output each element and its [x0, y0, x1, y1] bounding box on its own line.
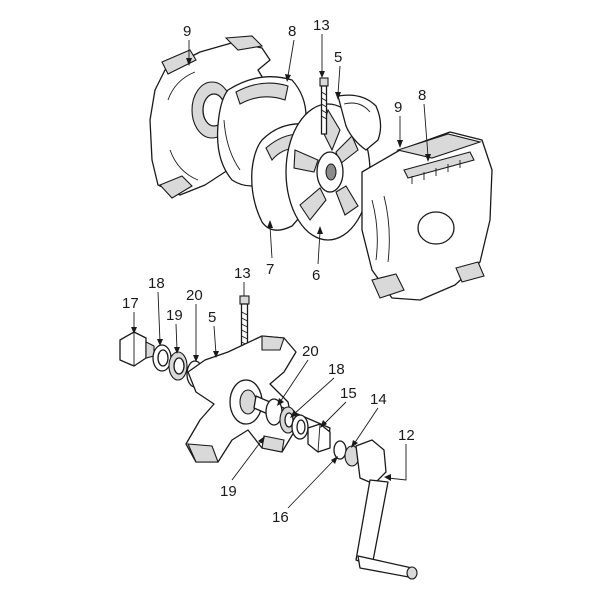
upper-bolt-part [319, 77, 329, 135]
callout-18-lower-left: 18 [148, 275, 165, 292]
callout-15: 15 [340, 385, 357, 402]
callout-9-upper-right: 9 [394, 99, 402, 116]
callout-12: 12 [398, 427, 415, 444]
callout-5-upper: 5 [334, 49, 342, 66]
callout-8-upper-right: 8 [418, 87, 426, 104]
shaft-ring-stack [265, 398, 309, 440]
washer-part [152, 344, 172, 372]
upper-impeller-part [285, 103, 371, 241]
upper-rotor-part [337, 94, 382, 151]
seal-part [168, 351, 188, 381]
nut-part [119, 331, 155, 367]
callout-17: 17 [122, 295, 139, 312]
crank-handle-part [355, 439, 418, 580]
right-housing-part [361, 131, 493, 301]
callout-13-upper: 13 [313, 17, 330, 34]
callout-8-upper-left: 8 [288, 23, 296, 40]
callout-5-lower: 5 [208, 309, 216, 326]
callout-9-upper-left: 9 [183, 23, 191, 40]
callout-6: 6 [312, 267, 320, 284]
callout-labels: 9 8 13 5 9 8 7 6 13 17 18 19 20 5 20 18 … [122, 17, 426, 526]
callout-16: 16 [272, 509, 289, 526]
callout-19-lower: 19 [220, 483, 237, 500]
callout-13-lower: 13 [234, 265, 251, 282]
callout-20-lower-right: 20 [302, 343, 319, 360]
callout-14: 14 [370, 391, 387, 408]
callout-18-lower-right: 18 [328, 361, 345, 378]
callout-7: 7 [266, 261, 274, 278]
bushing-part [333, 440, 360, 467]
leader-lines [131, 34, 431, 509]
hex-nut-part [307, 423, 331, 453]
callout-20-lower-left: 20 [186, 287, 203, 304]
lower-rotor-part [185, 335, 297, 463]
callout-19-lower-left: 19 [166, 307, 183, 324]
